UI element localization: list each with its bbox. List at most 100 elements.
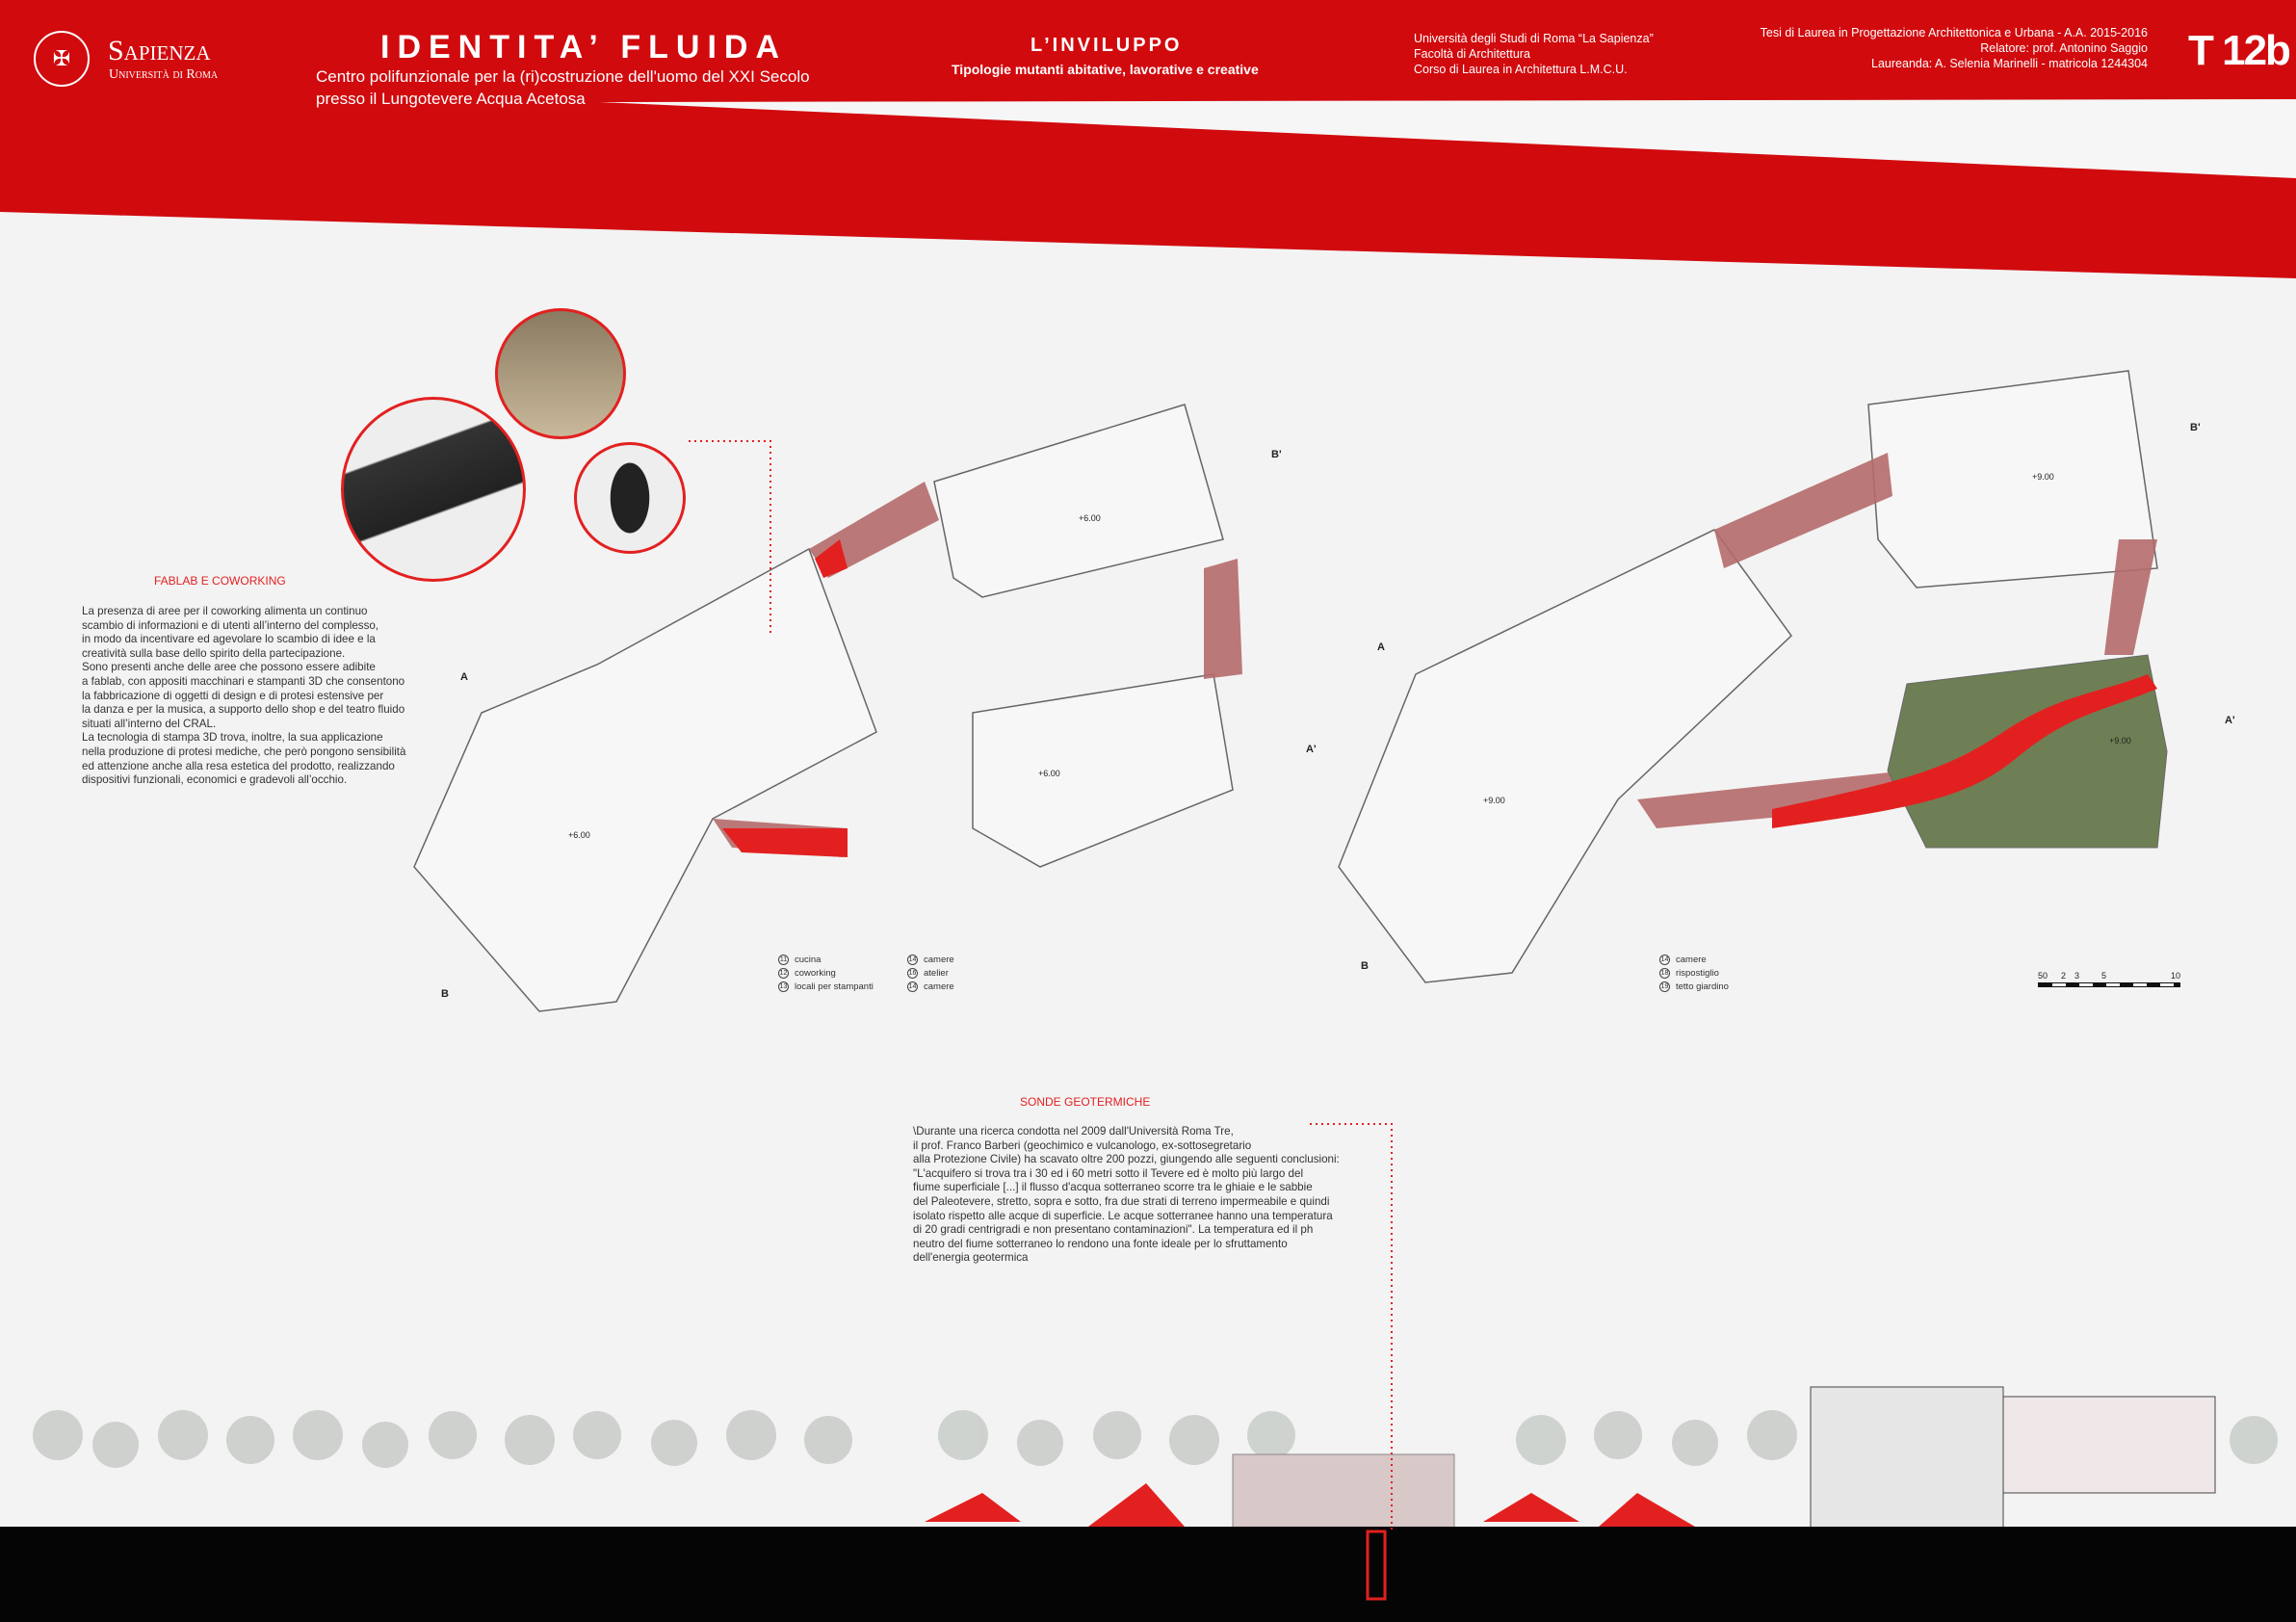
legend-number: 12 [778,967,789,979]
prosthesis-photo [341,397,526,582]
institution-line: Università degli Studi di Roma “La Sapie… [1414,32,1654,45]
sonde-text: \Durante una ricerca condotta nel 2009 d… [913,1125,1340,1266]
legend-number: 14 [1659,954,1670,965]
text-line: dell'energia geotermica [913,1251,1029,1265]
institution-line: Facoltà di Architettura [1414,47,1530,61]
scale-label: 5 [2101,971,2107,981]
section-mark-b-prime: B' [2190,422,2201,433]
text-line: di 20 gradi centrigradi e non presentano… [913,1223,1314,1237]
legend-item: 14 camere [1659,954,1729,967]
fablab-title: FABLAB E COWORKING [154,574,286,588]
text-line: alla Protezione Civile) ha scavato oltre… [913,1153,1340,1166]
section-mark-a-prime: A' [1306,744,1317,755]
legend-label: camere [924,955,954,965]
sheet-code: T 12b [2188,27,2291,74]
text-line: la danza e per la musica, a supporto del… [82,703,405,717]
thesis-line: Laureanda: A. Selenia Marinelli - matric… [1871,57,2148,70]
text-line: in modo da incentivare ed agevolare lo s… [82,633,376,646]
legend-label: coworking [795,968,836,979]
text-line: neutro del fiume sotterraneo lo rendono … [913,1237,1288,1250]
institution-line: Corso di Laurea in Architettura L.M.C.U. [1414,63,1628,76]
text-line: La presenza di aree per il coworking ali… [82,605,368,617]
text-line: La tecnologia di stampa 3D trova, inoltr… [82,731,383,745]
legend-item: 14 camere [907,981,954,994]
legend-number: 19 [1659,981,1670,992]
header-white-wedge [600,99,2296,178]
legend-item: 12 coworking [778,967,874,981]
legend-item: 14 camere [907,954,954,967]
text-line: del Paleotevere, stretto, sopra e sotto,… [913,1194,1330,1208]
legend-number: 13 [778,981,789,992]
text-line: a fablab, con appositi macchinari e stam… [82,674,405,688]
institution-block: Università degli Studi di Roma “La Sapie… [1414,31,1654,77]
legend-item: 16 atelier [907,967,954,981]
text-line: situati all’interno del CRAL. [82,717,217,730]
floor-plan-right [1338,370,2158,983]
bridges-right [1637,453,2157,828]
text-line: ed attenzione anche alla resa estetica d… [82,759,395,772]
level-label: +9.00 [2109,736,2131,746]
legend-label: atelier [924,968,949,979]
section-mark-a-prime: A' [2225,715,2235,726]
section-mark-b-prime: B' [1271,449,1282,460]
section-mark-a: A [1377,641,1385,653]
fablab-photo [495,308,626,439]
text-line: \Durante una ricerca condotta nel 2009 d… [913,1125,1234,1138]
text-line: "L'acquifero si trova tra i 30 ed i 60 m… [913,1166,1304,1180]
level-label: +9.00 [1483,796,1505,805]
legend-label: cucina [795,955,822,965]
legend-item: 11 cucina [778,954,874,967]
text-line: isolato rispetto alle acque di superfici… [913,1209,1333,1222]
subtitle-1: Centro polifunzionale per la (ri)costruz… [316,67,810,86]
text-line: il prof. Franco Barberi (geochimico e vu… [913,1138,1252,1152]
legend-number: 18 [1659,967,1670,979]
text-line: fiume superficiale [...] il flusso d'acq… [913,1181,1313,1194]
floor-plan-left [413,404,1234,1012]
scale-label: 10 [2171,971,2181,981]
legend-label: rispostiglio [1676,968,1719,979]
section-mark-b: B [1361,960,1369,972]
section-mark-b: B [441,988,449,1000]
vase-photo [574,442,686,554]
level-label: +9.00 [2032,472,2054,482]
text-line: dispositivi funzionali, economici e grad… [82,773,348,787]
section-subtitle: Tipologie mutanti abitative, lavorative … [952,62,1259,77]
legend-label: locali per stampanti [795,981,874,992]
text-line: Sono presenti anche delle aree che posso… [82,661,376,674]
header-band [0,0,2296,278]
level-label: +6.00 [1079,513,1101,523]
legend-label: camere [1676,955,1707,965]
site-section [0,1123,2296,1622]
university-name: Sapienza [108,35,211,66]
scale-bar: 50 2 3 5 10 [2038,971,2180,987]
scale-label: 3 [2074,971,2080,981]
legend-number: 14 [907,981,918,992]
legend-left-b: 14 camere 16 atelier 14 camere [907,954,954,994]
legend-label: camere [924,981,954,992]
text-line: creatività sulla base dello spirito dell… [82,646,346,660]
level-label: +6.00 [1038,769,1060,778]
sapienza-logo: ✠ [34,31,90,87]
thesis-line: Tesi di Laurea in Progettazione Architet… [1760,26,2148,39]
university-sub: Università di Roma [109,67,219,82]
legend-number: 11 [778,954,789,965]
section-mark-a: A [460,671,468,683]
page-title: IDENTITA’ FLUIDA [380,29,788,65]
text-line: la fabbricazione di oggetti di design e … [82,689,384,702]
section-title: L’INVILUPPO [1031,35,1183,56]
legend-item: 18 rispostiglio [1659,967,1729,981]
legend-number: 16 [907,967,918,979]
text-line: scambio di informazioni e di utenti all’… [82,618,379,632]
text-line: nella produzione di protesi mediche, che… [82,745,406,758]
thesis-block: Tesi di Laurea in Progettazione Architet… [1761,25,2148,71]
scale-label: 2 [2061,971,2067,981]
subtitle-2: presso il Lungotevere Acqua Acetosa [316,90,586,108]
fablab-text: La presenza di aree per il coworking ali… [82,605,405,788]
legend-number: 14 [907,954,918,965]
scale-label: 50 [2038,971,2048,981]
thesis-line: Relatore: prof. Antonino Saggio [1980,41,2148,55]
legend-left-a: 11 cucina 12 coworking 13 locali per stampa… [778,954,874,994]
